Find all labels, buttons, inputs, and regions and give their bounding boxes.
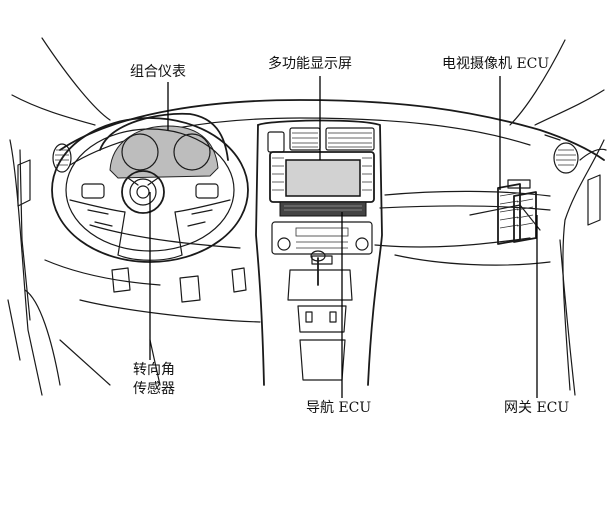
- center-console-right-edge: [257, 119, 383, 386]
- dashboard-top: [59, 99, 605, 161]
- steering-angle-sensor: [121, 170, 165, 214]
- center-console-left-edge: [255, 124, 265, 386]
- label-multi-display: 多功能显示屏: [268, 56, 352, 72]
- label-navigation-ecu: 导航 ECU: [306, 400, 372, 416]
- combination-meter-shade: [109, 125, 219, 179]
- right-a-pillar: [509, 39, 566, 126]
- gateway-ecu-box: [513, 191, 537, 243]
- label-tv-camera-ecu: 电视摄像机 ECU: [442, 56, 550, 72]
- left-door: [9, 139, 43, 396]
- label-combination-meter: 组合仪表: [130, 64, 186, 80]
- right-door: [562, 139, 605, 391]
- label-gateway-ecu: 网关 ECU: [504, 400, 570, 416]
- climate-panel: [271, 221, 373, 255]
- label-steering-sensor-line1: 转向角: [133, 362, 175, 378]
- cluster-hood: [99, 112, 229, 161]
- label-steering-sensor-line2: 传感器: [133, 381, 175, 397]
- navigation-ecu-unit: [279, 201, 367, 217]
- left-a-pillar: [41, 37, 111, 121]
- center-vent-right: [325, 127, 375, 151]
- multi-display-screen: [285, 159, 361, 197]
